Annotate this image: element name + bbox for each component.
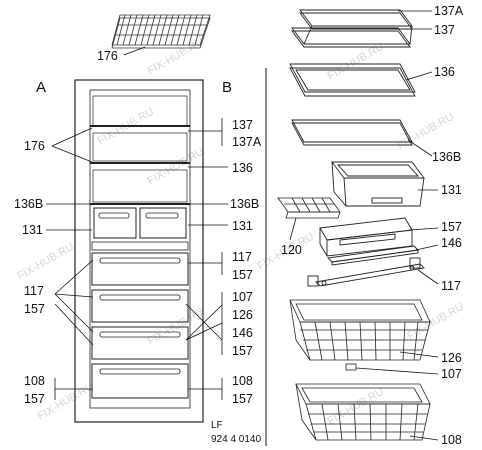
callout-part-136: 136 xyxy=(434,65,455,79)
callout-part-120: 120 xyxy=(281,243,302,257)
callout-part-157: 157 xyxy=(441,220,462,234)
basket-108-illustration xyxy=(295,383,431,441)
callout-131-right: 131 xyxy=(232,219,253,233)
side-label-a: A xyxy=(36,79,46,96)
callout-part-126: 126 xyxy=(441,351,462,365)
callout-126-right: 126 xyxy=(232,308,253,322)
callout-136b-right: 136B xyxy=(230,197,259,211)
watermark: FIX-HUB.RU xyxy=(146,36,207,78)
callout-157-right-b: 157 xyxy=(232,344,253,358)
callout-137a: 137A xyxy=(232,135,262,149)
leader-line xyxy=(409,227,439,231)
callout-117-right: 117 xyxy=(232,250,252,264)
callout-137: 137 xyxy=(232,118,253,132)
shelf-136-illustration xyxy=(289,63,416,97)
grid-shelf-illustration xyxy=(111,14,211,49)
callout-157-right-c: 157 xyxy=(232,392,253,406)
callout-176: 176 xyxy=(97,49,118,63)
callout-part-117: 117 xyxy=(441,279,461,293)
shelf-137-illustration xyxy=(291,9,413,48)
cover-136b-illustration xyxy=(291,119,413,146)
leader-line xyxy=(405,71,433,81)
leader-line xyxy=(417,269,439,285)
drawer-131-illustration xyxy=(331,161,425,207)
leader-line xyxy=(399,351,439,358)
callout-176-left: 176 xyxy=(24,139,45,153)
callout-107-right: 107 xyxy=(232,290,253,304)
callout-157-left-b: 157 xyxy=(24,392,45,406)
front-157-illustration xyxy=(319,217,413,257)
callout-part-137a: 137A xyxy=(434,4,464,18)
callout-part-108: 108 xyxy=(441,433,462,447)
callout-part-146: 146 xyxy=(441,236,462,250)
left-leaders xyxy=(46,127,94,400)
callout-157-left: 157 xyxy=(24,302,45,316)
rail-117-illustration xyxy=(307,257,425,287)
side-label-b: B xyxy=(222,79,232,96)
freezer-cabinet xyxy=(74,79,204,423)
callout-117-left: 117 xyxy=(24,284,44,298)
callout-part-107: 107 xyxy=(441,367,462,381)
callout-131-left: 131 xyxy=(22,223,43,237)
callout-108-left: 108 xyxy=(24,374,45,388)
callout-part-131: 131 xyxy=(441,183,462,197)
right-leaders xyxy=(185,118,228,400)
callout-108-right: 108 xyxy=(232,374,253,388)
callout-136b-left: 136B xyxy=(14,197,43,211)
leader-line xyxy=(355,367,439,375)
watermark: FIX-HUB.RU xyxy=(16,241,77,283)
watermark: FIX-HUB.RU xyxy=(326,386,387,428)
leader-line xyxy=(407,139,433,157)
ice-tray-120-illustration xyxy=(277,197,341,219)
strip-146-illustration xyxy=(327,245,419,266)
footer-code-number: 924 4 0140 xyxy=(211,434,261,445)
leader-line xyxy=(289,217,297,241)
callout-part-136b: 136B xyxy=(432,150,461,164)
leader-line xyxy=(409,435,439,441)
footer-code-lf: LF xyxy=(211,420,223,431)
callout-part-137: 137 xyxy=(434,23,455,37)
clip-107-illustration xyxy=(345,363,357,371)
leader-line xyxy=(415,244,439,251)
leader-line xyxy=(123,46,146,56)
callout-136: 136 xyxy=(232,161,253,175)
callout-146-right: 146 xyxy=(232,326,253,340)
callout-157-right: 157 xyxy=(232,268,253,282)
basket-126-illustration xyxy=(289,299,431,361)
